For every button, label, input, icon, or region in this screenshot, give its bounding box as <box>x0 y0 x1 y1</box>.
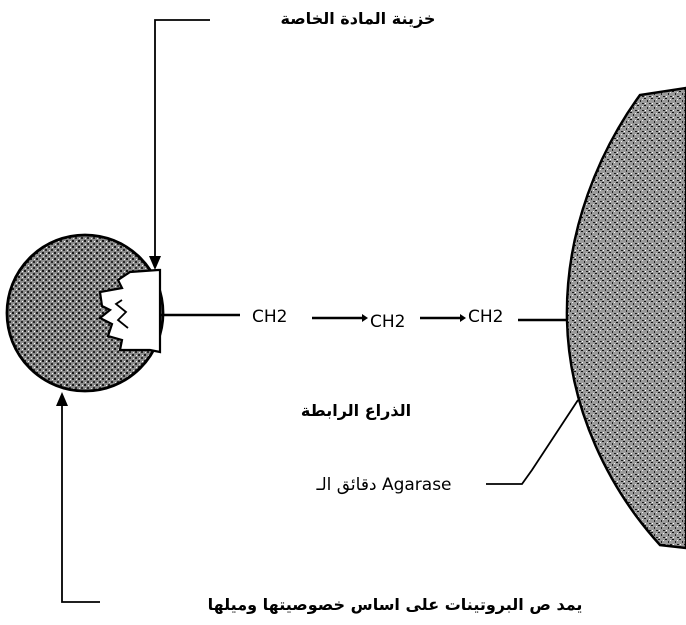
agarase-bead <box>567 88 686 548</box>
label-spacer-arm: الذراع الرابطة <box>301 401 411 420</box>
chain-ch2-2: CH2 <box>370 312 405 332</box>
reservoir-pointer <box>149 20 210 270</box>
label-protein-adsorption: يمد ص البروتينات على اساس خصوصيتها وميله… <box>208 595 583 614</box>
ligand-particle <box>7 235 163 391</box>
adsorption-pointer <box>56 392 100 602</box>
chain-ch2-1: CH2 <box>252 307 287 327</box>
label-ligand-reservoir: خزينة المادة الخاصة <box>281 9 436 28</box>
chain-ch2-3: CH2 <box>468 307 503 327</box>
label-agarase-beads: دقائق الـ Agarase <box>315 475 451 495</box>
agarase-pointer <box>486 400 578 484</box>
